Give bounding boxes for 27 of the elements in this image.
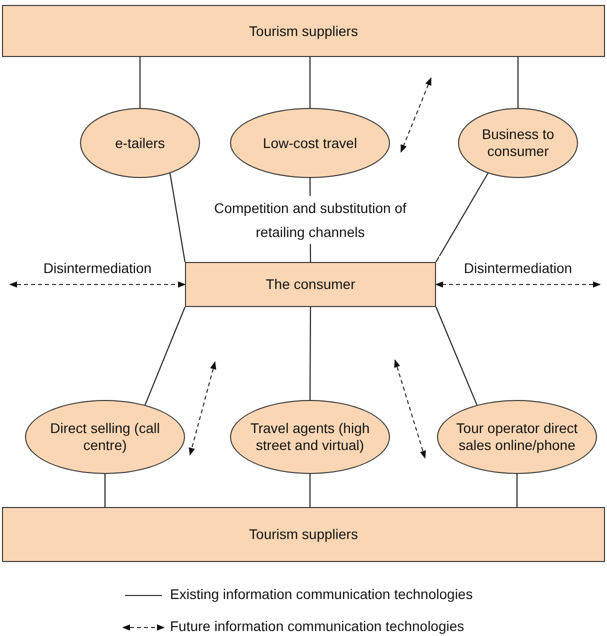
connector-line (144, 306, 186, 406)
legend-text: Future information communication technologies (170, 618, 464, 634)
consumer-box (185, 262, 436, 307)
connector-line (139, 57, 141, 108)
connector-line (309, 57, 311, 108)
node-label: e-tailers (115, 134, 165, 152)
connector-line (436, 172, 488, 262)
connector-line (309, 474, 311, 507)
node-label: Tourism suppliers (249, 526, 358, 543)
dashed-arrow (435, 281, 601, 288)
node-label: Low-cost travel (262, 134, 358, 152)
legend-text: Existing information communication technologies (170, 586, 473, 602)
node-label: Travel agents (high street and virtual) (249, 420, 371, 454)
dashed-arrow (9, 281, 186, 288)
connector-line (516, 474, 518, 507)
node-label: The consumer (266, 276, 356, 293)
supplier-bar (2, 507, 605, 562)
connector-line (517, 57, 519, 108)
connector-line (309, 307, 312, 400)
supplier-bar (2, 5, 605, 57)
node-label: Direct selling (call centre) (49, 420, 161, 454)
connector-line (104, 474, 106, 507)
connector-line (436, 306, 478, 406)
node-label: Business to consumer (480, 126, 556, 160)
node-label: Tourism suppliers (249, 22, 358, 40)
connector-line (169, 173, 186, 262)
node-label: Tour operator direct sales online/phone (455, 420, 579, 454)
